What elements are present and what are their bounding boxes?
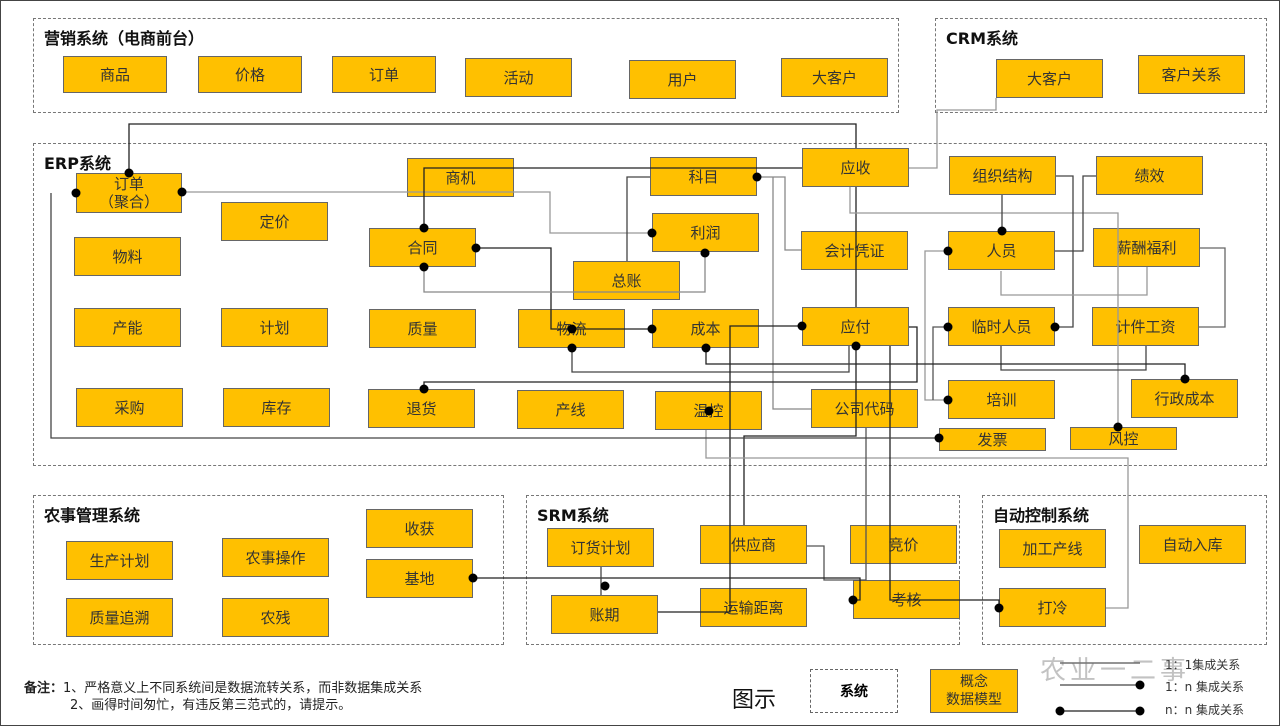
entity-box: 商机 xyxy=(407,158,514,197)
entity-box: 自动入库 xyxy=(1139,525,1246,564)
entity-box: 用户 xyxy=(629,60,736,99)
entity-box: 薪酬福利 xyxy=(1093,228,1200,267)
legend-one-one: 1：1集成关系 xyxy=(1165,658,1241,672)
entity-box: 临时人员 xyxy=(948,307,1055,346)
watermark: 农业一二事 xyxy=(1040,656,1191,686)
entity-box: 价格 xyxy=(198,56,302,93)
group-title: ERP系统 xyxy=(44,154,111,173)
entity-box: 物料 xyxy=(74,237,181,276)
entity-box: 产线 xyxy=(517,390,624,429)
entity-box: 应收 xyxy=(802,148,909,187)
entity-box: 大客户 xyxy=(996,59,1103,98)
entity-box: 运输距离 xyxy=(700,588,807,627)
entity-box: 会计凭证 xyxy=(801,231,908,270)
legend-title: 图示 xyxy=(732,688,777,713)
note-2: 2、画得时间匆忙，有违反第三范式的，请提示。 xyxy=(70,698,352,713)
entity-box: 退货 xyxy=(368,389,475,428)
entity-box: 合同 xyxy=(369,228,476,267)
entity-box: 收获 xyxy=(366,509,473,548)
entity-box: 产能 xyxy=(74,308,181,347)
entity-box: 库存 xyxy=(223,388,330,427)
group-title: CRM系统 xyxy=(946,29,1018,48)
entity-box: 人员 xyxy=(948,231,1055,270)
group-title: 农事管理系统 xyxy=(44,506,141,525)
entity-box: 温控 xyxy=(655,391,762,430)
legend-model: 概念 数据模型 xyxy=(930,669,1018,713)
group-farm: 农事管理系统 xyxy=(33,495,504,645)
entity-box: 绩效 xyxy=(1096,156,1203,195)
group-title: SRM系统 xyxy=(537,506,609,525)
group-marketing: 营销系统（电商前台） xyxy=(33,18,899,113)
entity-box: 生产计划 xyxy=(66,541,173,580)
notes: 备注：1、严格意义上不同系统间是数据流转关系，而非数据集成关系 2、画得时间匆忙… xyxy=(24,680,422,714)
entity-box: 竞价 xyxy=(850,525,957,564)
entity-box: 计划 xyxy=(221,308,328,347)
entity-box: 客户关系 xyxy=(1138,55,1245,94)
entity-box: 组织结构 xyxy=(949,156,1056,195)
entity-box: 质量追溯 xyxy=(66,598,173,637)
entity-box: 基地 xyxy=(366,559,473,598)
entity-box: 质量 xyxy=(369,309,476,348)
note-1: 1、严格意义上不同系统间是数据流转关系，而非数据集成关系 xyxy=(63,681,423,696)
entity-box: 活动 xyxy=(465,58,572,97)
entity-box: 账期 xyxy=(551,595,658,634)
entity-box: 加工产线 xyxy=(999,529,1106,568)
entity-box: 成本 xyxy=(652,309,759,348)
entity-box: 大客户 xyxy=(781,58,888,97)
entity-box: 应付 xyxy=(802,307,909,346)
entity-box: 行政成本 xyxy=(1131,379,1238,418)
legend-system: 系统 xyxy=(810,669,898,713)
entity-box: 总账 xyxy=(573,261,680,300)
entity-box: 供应商 xyxy=(700,525,807,564)
legend-n-n: n：n 集成关系 xyxy=(1165,703,1245,717)
entity-box: 订单 xyxy=(332,56,436,93)
entity-box: 公司代码 xyxy=(811,389,918,428)
entity-box: 定价 xyxy=(221,202,328,241)
entity-box: 订单 （聚合） xyxy=(76,173,182,213)
group-crm: CRM系统 xyxy=(935,18,1267,113)
entity-box: 采购 xyxy=(76,388,183,427)
entity-box: 考核 xyxy=(853,580,960,619)
entity-box: 订货计划 xyxy=(547,528,654,567)
entity-box: 物流 xyxy=(518,309,625,348)
group-title: 营销系统（电商前台） xyxy=(44,29,205,48)
entity-box: 培训 xyxy=(948,380,1055,419)
entity-box: 利润 xyxy=(652,213,759,252)
entity-box: 计件工资 xyxy=(1092,307,1199,346)
legend-one-n: 1：n 集成关系 xyxy=(1165,680,1245,694)
entity-box: 打冷 xyxy=(999,588,1106,627)
entity-box: 科目 xyxy=(650,157,757,196)
entity-box: 商品 xyxy=(63,56,167,93)
notes-label: 备注： xyxy=(24,681,64,696)
entity-box: 发票 xyxy=(939,428,1046,451)
entity-box: 农事操作 xyxy=(222,538,329,577)
group-title: 自动控制系统 xyxy=(993,506,1090,525)
entity-box: 农残 xyxy=(222,598,329,637)
entity-box: 风控 xyxy=(1070,427,1177,450)
